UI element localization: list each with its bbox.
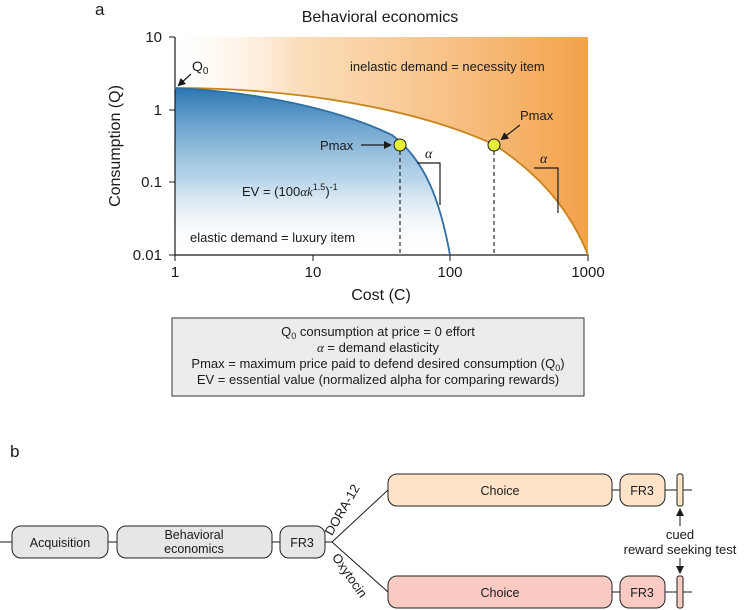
x-ticks <box>174 255 589 261</box>
x-axis-label: Cost (C) <box>351 287 411 304</box>
ev-formula: EV = (100αk1.5)-1 <box>242 182 338 199</box>
stage-behavioral-label-line2: economics <box>164 542 224 556</box>
stage-fr3-bottom-box <box>619 575 666 609</box>
panel-b-label: b <box>10 442 19 461</box>
stage-choice-top-label: Choice <box>481 484 520 498</box>
panel-a-label: a <box>95 0 105 19</box>
elastic-region-label: elastic demand = luxury item <box>190 230 355 245</box>
branch-label-dora12: DORA-12 <box>322 482 363 538</box>
y-ticks <box>169 36 175 256</box>
stage-fr3-top-label: FR3 <box>630 484 654 498</box>
branch-line-top <box>331 489 389 543</box>
definitions-box <box>171 317 585 397</box>
pmax-right-label: Pmax <box>520 108 554 123</box>
definition-pmax: Pmax = maximum price paid to defend desi… <box>191 356 564 373</box>
stage-acquisition-box <box>11 525 109 559</box>
stage-fr3-box <box>279 525 326 559</box>
q0-arrow <box>177 73 192 87</box>
stage-acquisition-label: Acquisition <box>30 536 90 550</box>
x-tick-label: 1000 <box>571 264 604 281</box>
stage-behavioral-economics-box <box>116 525 273 559</box>
y-tick-label: 10 <box>145 29 162 46</box>
cued-test-label-line1: cued <box>666 527 694 542</box>
inelastic-demand-curve <box>174 87 589 256</box>
cued-test-bottom-box <box>676 575 684 609</box>
stage-fr3-label: FR3 <box>290 536 314 550</box>
stage-behavioral-label-line1: Behavioral <box>164 528 223 542</box>
y-tick-label: 0.01 <box>133 247 162 264</box>
q0-label: Q0 <box>192 58 209 77</box>
branch-line-bottom <box>331 541 389 593</box>
x-tick-label: 10 <box>305 264 322 281</box>
stage-choice-bottom-box <box>387 575 613 609</box>
definition-ev: EV = essential value (normalized alpha f… <box>197 372 559 387</box>
y-tick-label: 0.1 <box>141 174 162 191</box>
elastic-demand-curve <box>174 87 451 256</box>
cued-test-top-box <box>676 473 684 507</box>
x-tick-label: 1 <box>171 264 179 281</box>
alpha-right-triangle <box>534 167 559 213</box>
alpha-left-triangle <box>417 162 441 205</box>
inelastic-region-fill <box>175 37 588 255</box>
pmax-right-arrow <box>500 124 521 141</box>
alpha-right-label: α <box>540 152 548 167</box>
pmax-right-marker <box>487 138 501 152</box>
alpha-left-label: α <box>425 147 433 162</box>
panel-a-title: Behavioral economics <box>302 9 459 26</box>
stage-fr3-top-box <box>619 473 666 507</box>
definition-q0: Q0 consumption at price = 0 effort <box>281 324 475 341</box>
stage-fr3-bottom-label: FR3 <box>630 586 654 600</box>
inelastic-region-label: inelastic demand = necessity item <box>350 59 545 74</box>
y-axis-label: Consumption (Q) <box>107 85 124 207</box>
pmax-left-marker <box>393 138 407 152</box>
x-tick-label: 100 <box>437 264 462 281</box>
pmax-left-label: Pmax <box>320 138 354 153</box>
stage-choice-top-box <box>387 473 613 507</box>
stage-choice-bottom-label: Choice <box>481 586 520 600</box>
definition-alpha: α = demand elasticity <box>317 340 440 355</box>
elastic-region-fill <box>175 88 450 255</box>
cued-test-label-line2: reward seeking test <box>624 542 737 557</box>
y-tick-label: 1 <box>154 102 162 119</box>
